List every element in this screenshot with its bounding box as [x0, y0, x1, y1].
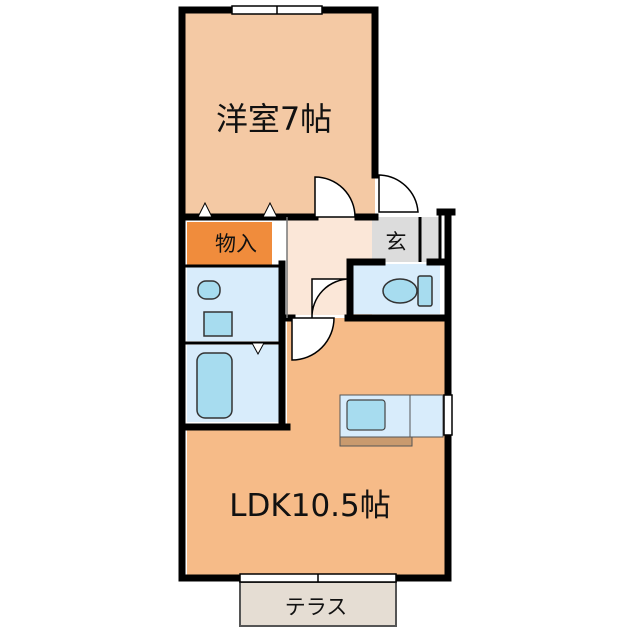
entrance-label: 玄 [386, 230, 407, 254]
terrace-label: テラス [285, 595, 348, 619]
ldk-label: LDK10.5帖 [229, 488, 391, 524]
ldk-room [187, 318, 447, 578]
western-room-label: 洋室7帖 [216, 100, 332, 138]
terrace [239, 581, 397, 627]
window-icon [231, 5, 323, 15]
door-swing-icon [314, 176, 356, 218]
window-icon [239, 573, 397, 583]
closet-door-icon [197, 201, 278, 356]
washroom [187, 266, 282, 341]
window-icon [443, 394, 453, 436]
kitchen-sink-icon [346, 399, 386, 431]
counter-edge [339, 436, 413, 447]
door-swing-icon [378, 174, 419, 213]
sink-icon [197, 280, 233, 337]
door-swing-icon [291, 317, 335, 361]
storage-closet [187, 222, 272, 266]
toilet-icon [382, 275, 433, 307]
entrance-area [372, 217, 440, 262]
western-room [182, 10, 375, 217]
bathtub-icon [196, 352, 233, 419]
storage-label: 物入 [215, 232, 257, 256]
